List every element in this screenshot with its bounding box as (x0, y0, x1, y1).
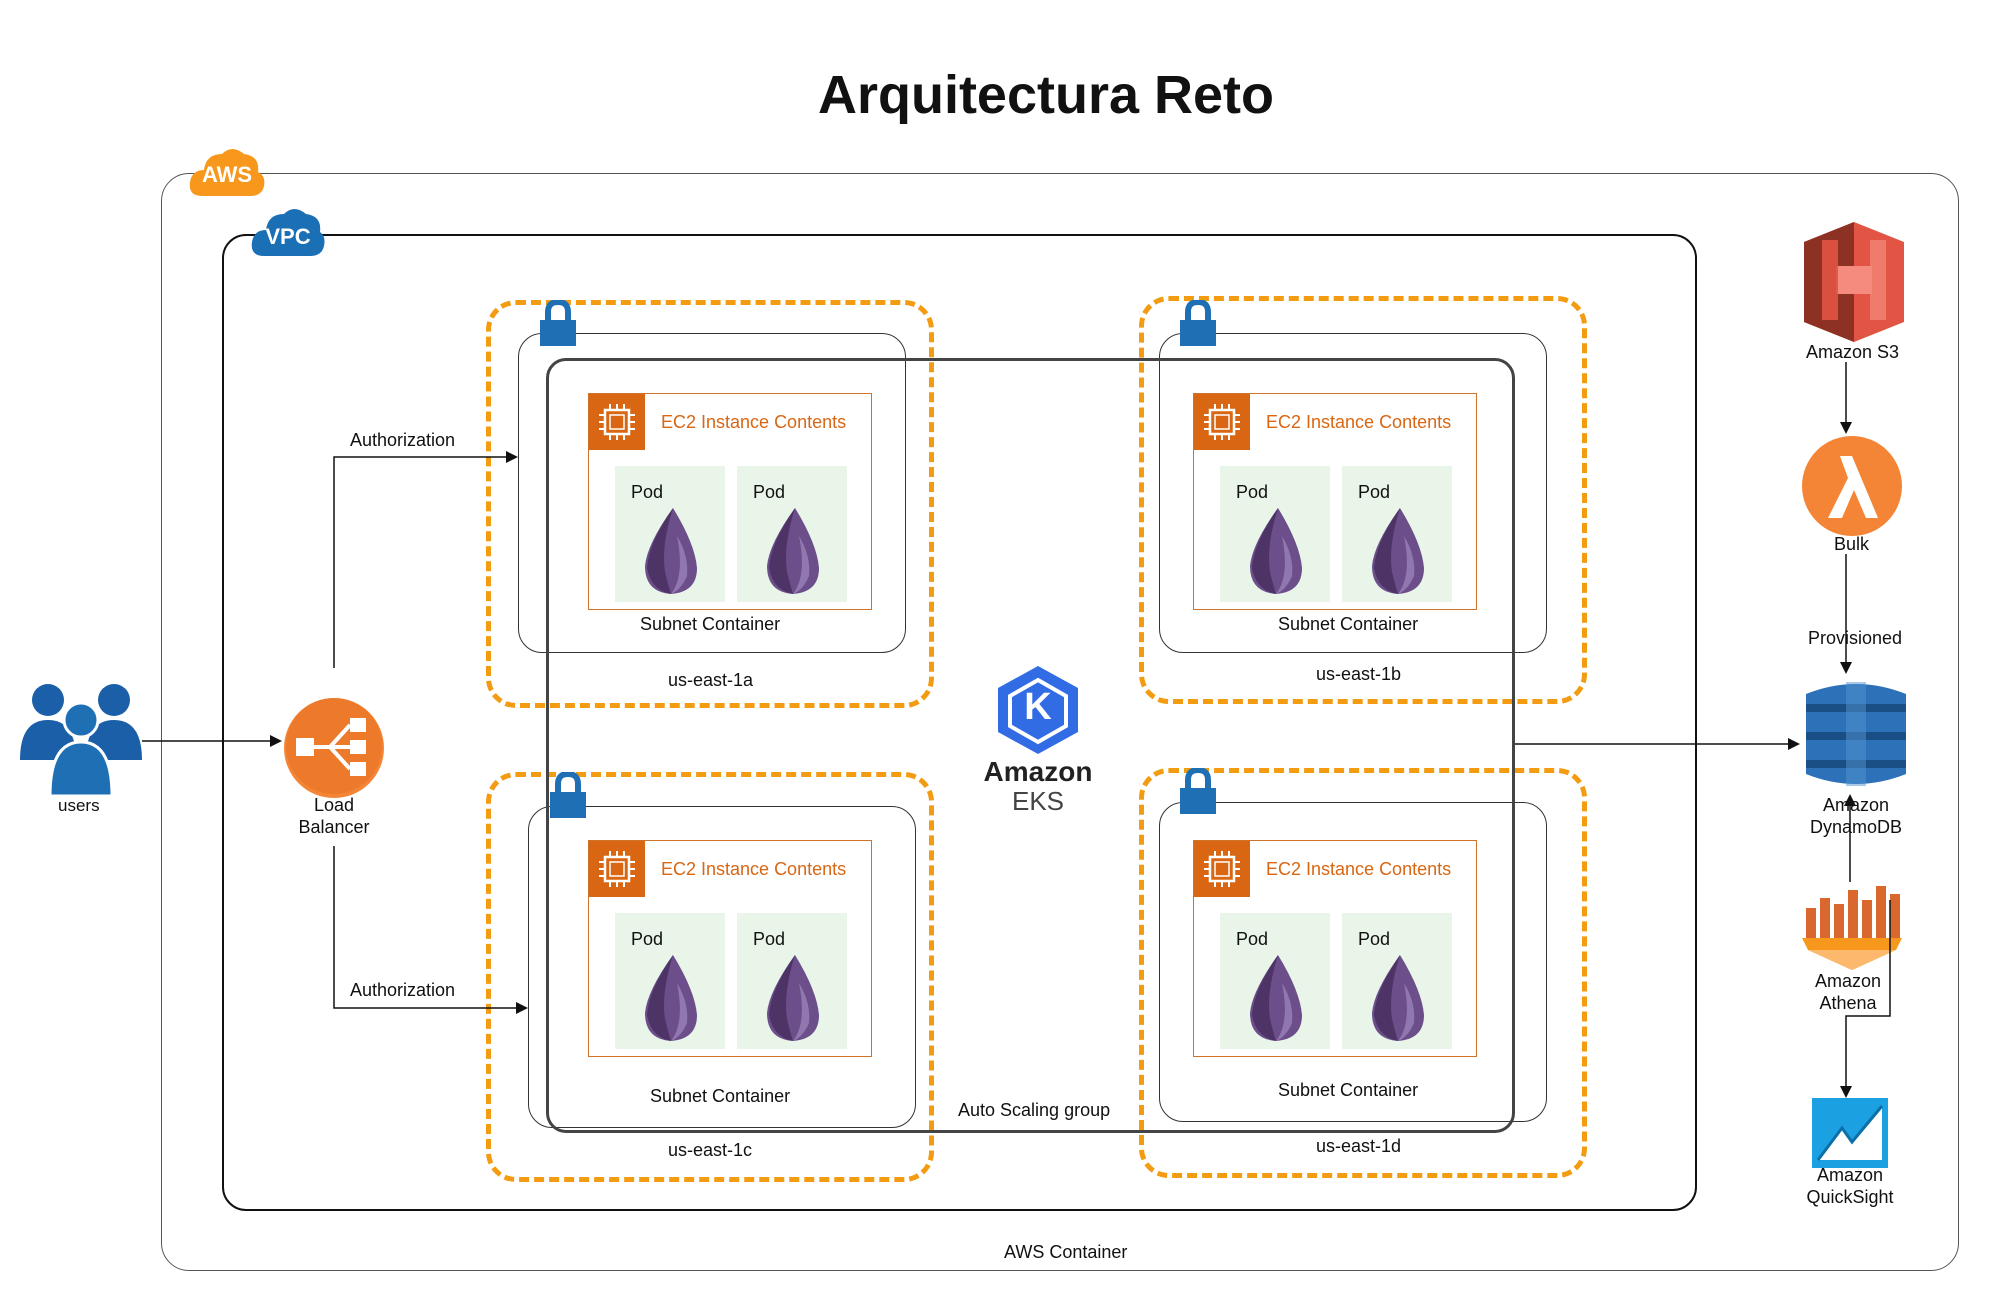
pod-label: Pod (1236, 482, 1269, 502)
dynamodb-label: Amazon DynamoDB (1809, 795, 1903, 837)
vpc-cloud-icon: VPC (250, 200, 326, 260)
elixir-drop-icon (1246, 953, 1306, 1048)
elixir-drop-icon (1368, 506, 1428, 601)
ec2-chip-icon (1194, 394, 1250, 450)
lock-icon (548, 770, 588, 818)
ec2-instance-1d: EC2 Instance Contents Pod Pod (1193, 840, 1477, 1057)
lock-icon (538, 298, 578, 346)
arrow-lb-subnet-1a (333, 451, 518, 668)
ec2-title: EC2 Instance Contents (661, 412, 847, 432)
subnet-label: Subnet Container (1278, 614, 1419, 634)
subnet-1d (1159, 802, 1547, 1122)
s3-bucket-icon (1800, 222, 1908, 342)
subnet-label: Subnet Container (650, 1086, 791, 1106)
arrow-athena-quicksight (1840, 900, 1891, 1098)
ec2-chip-icon (1194, 841, 1250, 897)
elixir-drop-icon (1368, 953, 1428, 1048)
elixir-drop-icon (641, 953, 701, 1048)
pod: Pod (737, 913, 847, 1049)
elixir-drop-icon (1246, 506, 1306, 601)
pod: Pod (615, 913, 725, 1049)
az-us-east-1a (486, 300, 934, 708)
load-balancer-label: Load Balancer (298, 795, 370, 837)
lock-icon (1178, 766, 1218, 814)
subnet-label: Subnet Container (1278, 1080, 1419, 1100)
elixir-drop-icon (763, 953, 823, 1048)
eks-auto-scaling-group (546, 358, 1515, 1133)
vpc-badge-label: VPC (265, 224, 311, 249)
pod-label: Pod (631, 482, 664, 502)
az-label: us-east-1c (668, 1140, 753, 1160)
diagram-title: Arquitectura Reto (817, 65, 1275, 125)
vpc-container (222, 234, 1697, 1211)
eks-label-bottom: EKS (1011, 786, 1065, 816)
pod: Pod (1220, 913, 1330, 1049)
athena-icon (1800, 880, 1904, 972)
pod: Pod (1342, 466, 1452, 602)
lambda-label: Bulk (1834, 534, 1870, 554)
pod-label: Pod (753, 929, 786, 949)
subnet-label: Subnet Container (640, 614, 781, 634)
authorization-label-bottom: Authorization (350, 980, 456, 1000)
arrow-lb-subnet-1c (333, 846, 528, 1014)
aws-container-label: AWS Container (1004, 1242, 1128, 1262)
lambda-icon (1800, 434, 1904, 538)
quicksight-icon (1812, 1098, 1888, 1168)
pod-label: Pod (1236, 929, 1269, 949)
eks-label-top: Amazon (983, 756, 1093, 787)
pod: Pod (615, 466, 725, 602)
users-icon (18, 680, 144, 798)
ec2-instance-1b: EC2 Instance Contents Pod Pod (1193, 393, 1477, 610)
pod-label: Pod (1358, 482, 1391, 502)
athena-label: Amazon Athena (1814, 971, 1882, 1013)
elixir-drop-icon (641, 506, 701, 601)
az-us-east-1c (486, 772, 934, 1182)
elixir-drop-icon (763, 506, 823, 601)
az-label: us-east-1d (1316, 1136, 1402, 1156)
subnet-1b (1159, 333, 1547, 653)
subnet-1a (518, 333, 906, 653)
az-us-east-1d (1139, 768, 1587, 1178)
ec2-chip-icon (589, 841, 645, 897)
pod: Pod (737, 466, 847, 602)
ec2-title: EC2 Instance Contents (1266, 412, 1452, 432)
aws-cloud-icon: AWS (188, 140, 266, 200)
eks-icon-letter: K (1024, 686, 1052, 728)
pod: Pod (1220, 466, 1330, 602)
pod-label: Pod (753, 482, 786, 502)
dynamodb-icon (1802, 674, 1910, 794)
aws-container (161, 173, 1959, 1271)
ec2-instance-1a: EC2 Instance Contents Pod Pod (588, 393, 872, 610)
ec2-instance-1c: EC2 Instance Contents Pod Pod (588, 840, 872, 1057)
users-label: users (58, 796, 100, 815)
aws-badge-label: AWS (201, 162, 253, 187)
pod-label: Pod (631, 929, 664, 949)
ec2-title: EC2 Instance Contents (1266, 859, 1452, 879)
subnet-1c (528, 806, 916, 1128)
az-label: us-east-1b (1316, 664, 1402, 684)
ec2-title: EC2 Instance Contents (661, 859, 847, 879)
pod-label: Pod (1358, 929, 1391, 949)
quicksight-label: Amazon QuickSight (1806, 1165, 1894, 1207)
az-us-east-1b (1139, 296, 1587, 704)
eks-hexagon-icon (998, 666, 1078, 754)
ec2-chip-icon (589, 394, 645, 450)
authorization-label-top: Authorization (350, 430, 456, 450)
az-label: us-east-1a (668, 670, 754, 690)
auto-scaling-label: Auto Scaling group (958, 1100, 1111, 1120)
load-balancer-icon (282, 696, 386, 800)
s3-label: Amazon S3 (1806, 342, 1900, 362)
lock-icon (1178, 298, 1218, 346)
eks-logo: K (990, 662, 1086, 758)
provisioned-label: Provisioned (1808, 628, 1903, 648)
pod: Pod (1342, 913, 1452, 1049)
